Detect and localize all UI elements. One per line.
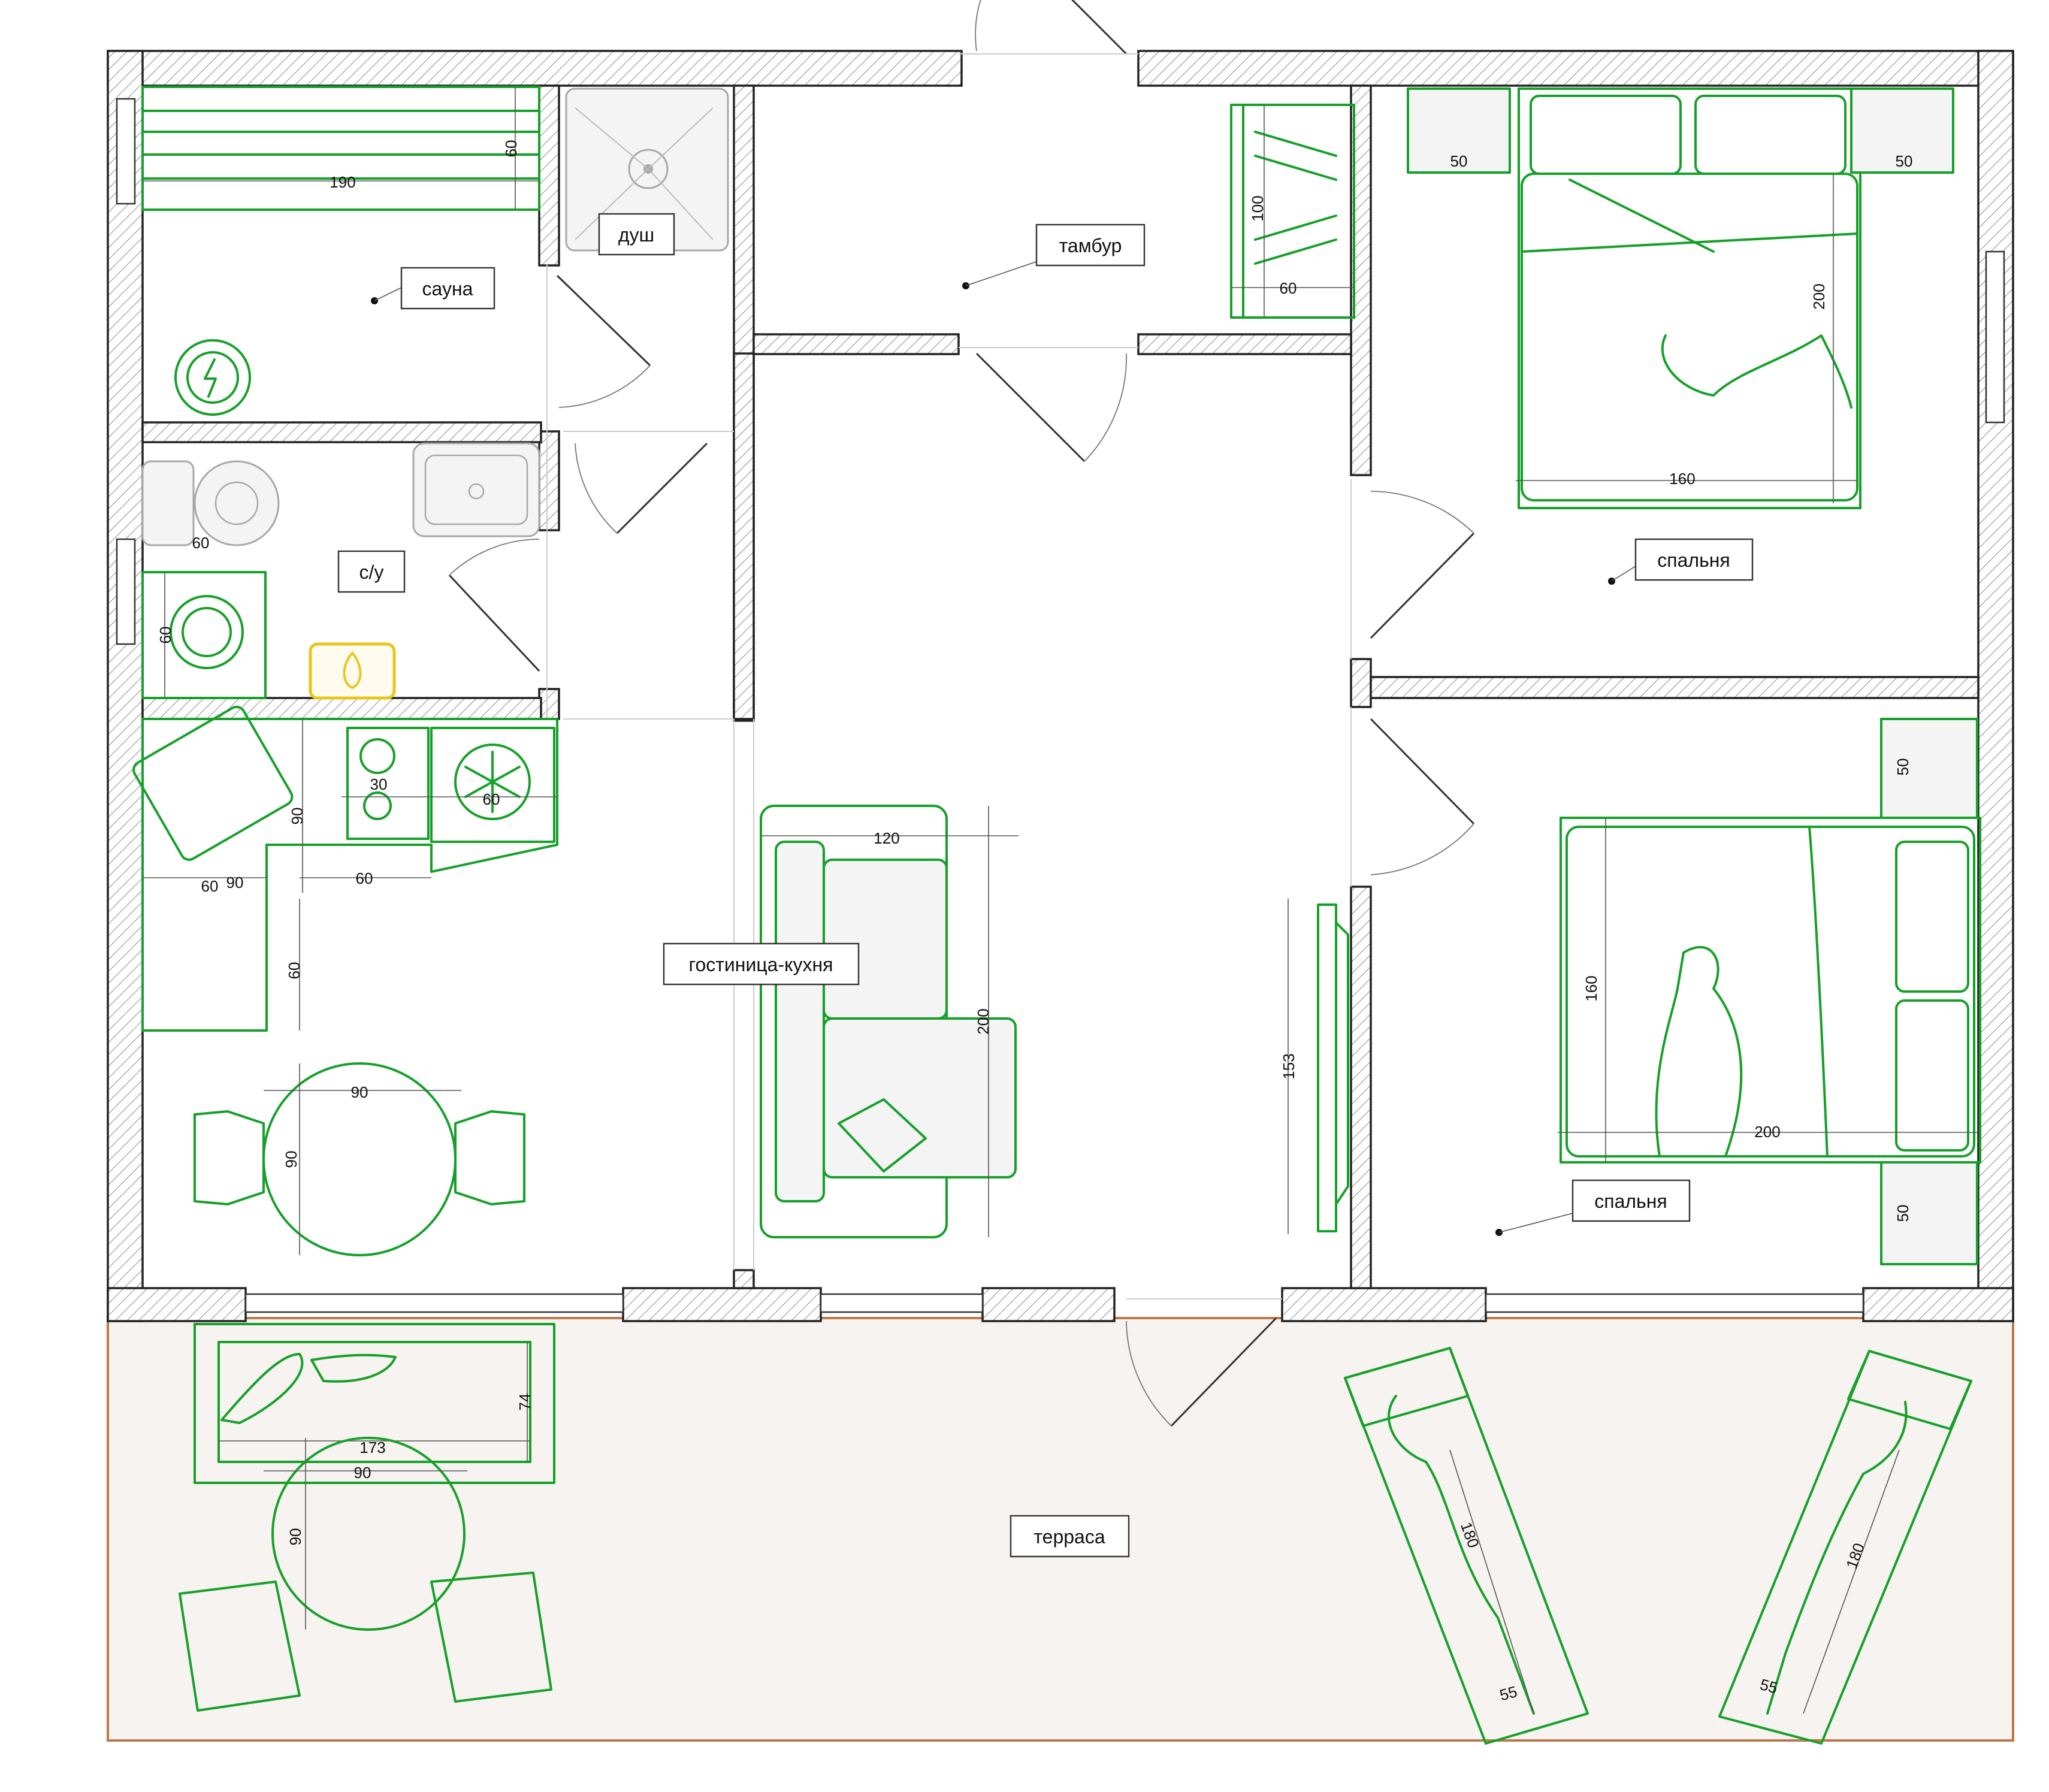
svg-text:60: 60 xyxy=(356,869,373,887)
svg-text:сауна: сауна xyxy=(422,278,473,300)
svg-text:50: 50 xyxy=(1896,152,1913,170)
nightstand-bottom xyxy=(1880,1161,1978,1265)
svg-text:60: 60 xyxy=(201,877,219,895)
svg-text:120: 120 xyxy=(874,829,899,847)
svg-text:90: 90 xyxy=(288,808,306,825)
svg-text:90: 90 xyxy=(354,1464,371,1482)
svg-text:90: 90 xyxy=(282,1151,300,1168)
boiler xyxy=(309,642,396,700)
wardrobe xyxy=(1230,104,1355,319)
svg-text:50: 50 xyxy=(1894,758,1912,776)
svg-text:тамбур: тамбур xyxy=(1059,235,1122,256)
svg-text:90: 90 xyxy=(286,1528,304,1546)
toilet xyxy=(141,460,280,546)
label-markers xyxy=(371,260,1636,1236)
svg-text:200: 200 xyxy=(974,1008,992,1034)
svg-text:60: 60 xyxy=(192,534,210,552)
room-label-vestibule: тамбур xyxy=(1035,223,1146,267)
shower-tray xyxy=(565,87,729,252)
svg-text:160: 160 xyxy=(1669,470,1695,488)
kitchen-counter xyxy=(132,705,558,1032)
svg-text:153: 153 xyxy=(1280,1053,1298,1079)
svg-text:60: 60 xyxy=(483,790,500,808)
stove-icon xyxy=(204,358,217,398)
svg-text:с/у: с/у xyxy=(359,561,384,583)
doors xyxy=(448,0,1475,1427)
room-label-living: гостиница-кухня xyxy=(663,942,860,986)
sauna-stove xyxy=(174,339,251,416)
svg-text:190: 190 xyxy=(330,173,355,191)
flame-icon xyxy=(343,651,362,690)
room-label-bedroom1: спальня xyxy=(1634,538,1754,581)
bathtub-sink xyxy=(412,442,540,537)
lounger-2 xyxy=(1718,1350,1972,1745)
room-label-sauna: сауна xyxy=(400,267,495,310)
room-label-bathroom: с/у xyxy=(337,550,406,593)
svg-text:душ: душ xyxy=(618,224,654,246)
dining-table xyxy=(194,1062,525,1256)
lounger-1 xyxy=(1344,1347,1589,1745)
bed-2 xyxy=(1558,817,1981,1164)
tv-unit xyxy=(1288,899,1349,1234)
shower-icon xyxy=(628,149,669,189)
svg-text:30: 30 xyxy=(370,775,388,793)
svg-text:90: 90 xyxy=(226,874,244,892)
svg-text:100: 100 xyxy=(1249,195,1267,221)
wash-icon xyxy=(170,595,244,669)
svg-text:74: 74 xyxy=(516,1394,534,1411)
svg-text:спальня: спальня xyxy=(1657,549,1730,571)
nightstand-left xyxy=(1407,87,1511,174)
svg-text:гостиница-кухня: гостиница-кухня xyxy=(689,954,833,975)
snowflake-icon xyxy=(454,744,531,820)
svg-text:160: 160 xyxy=(1582,975,1600,1001)
svg-text:60: 60 xyxy=(1280,279,1297,297)
walls xyxy=(107,50,2014,1322)
dimension-labels: 190 60 100 60 50 50 200 160 60 60 90 30 … xyxy=(156,140,1912,1705)
svg-text:спальня: спальня xyxy=(1594,1190,1667,1212)
svg-text:терраса: терраса xyxy=(1033,1526,1105,1548)
svg-text:50: 50 xyxy=(1894,1205,1912,1222)
svg-text:60: 60 xyxy=(156,627,174,644)
room-label-bedroom2: спальня xyxy=(1571,1179,1691,1222)
svg-text:90: 90 xyxy=(351,1083,368,1101)
sauna-bench xyxy=(141,86,540,211)
svg-text:60: 60 xyxy=(285,962,303,980)
terrace-sofa xyxy=(194,1323,555,1484)
windows xyxy=(116,98,2005,1313)
bed-1 xyxy=(1516,87,1861,509)
terrace-table xyxy=(179,1437,552,1712)
svg-text:50: 50 xyxy=(1450,152,1468,170)
svg-text:200: 200 xyxy=(1810,283,1828,309)
svg-text:200: 200 xyxy=(1754,1123,1780,1141)
washing-machine xyxy=(141,571,267,699)
room-label-shower: душ xyxy=(598,213,675,256)
nightstand-right xyxy=(1850,87,1954,174)
room-label-terrace: терраса xyxy=(1010,1515,1130,1558)
svg-text:173: 173 xyxy=(359,1439,385,1456)
svg-text:60: 60 xyxy=(502,140,520,158)
nightstand-top xyxy=(1880,718,1978,819)
